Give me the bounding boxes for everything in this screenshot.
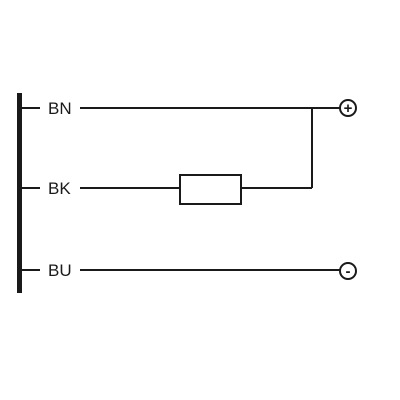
positive-terminal: + <box>339 99 357 117</box>
resistor <box>179 174 242 205</box>
positive-terminal-sign: + <box>344 100 353 117</box>
negative-terminal-circle <box>339 262 357 280</box>
connector-bar <box>17 93 22 293</box>
wire-label-bk: BK <box>48 179 71 198</box>
positive-terminal-circle <box>339 99 357 117</box>
negative-terminal: - <box>339 262 357 280</box>
wire-label-bn: BN <box>48 99 72 118</box>
negative-terminal-sign: - <box>346 263 351 280</box>
wire-label-bu: BU <box>48 261 72 280</box>
